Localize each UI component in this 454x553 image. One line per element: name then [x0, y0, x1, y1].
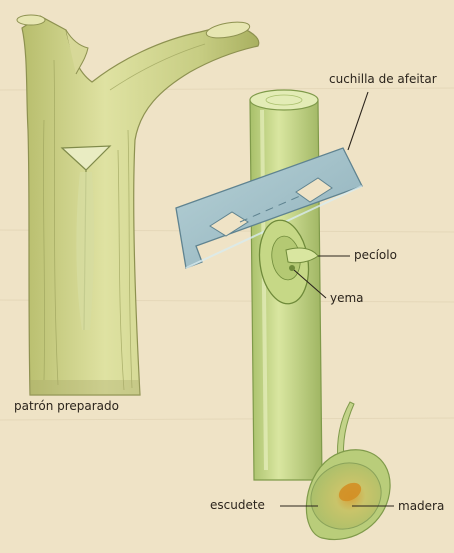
- shield-label: escudete: [210, 498, 265, 512]
- wood-label: madera: [398, 499, 444, 513]
- bud-label: yema: [330, 291, 364, 305]
- petiole-label: pecíolo: [354, 248, 397, 262]
- razor-label: cuchilla de afeitar: [329, 72, 437, 86]
- rootstock-label: patrón preparado: [14, 399, 119, 413]
- razor-leader-line: [348, 92, 368, 150]
